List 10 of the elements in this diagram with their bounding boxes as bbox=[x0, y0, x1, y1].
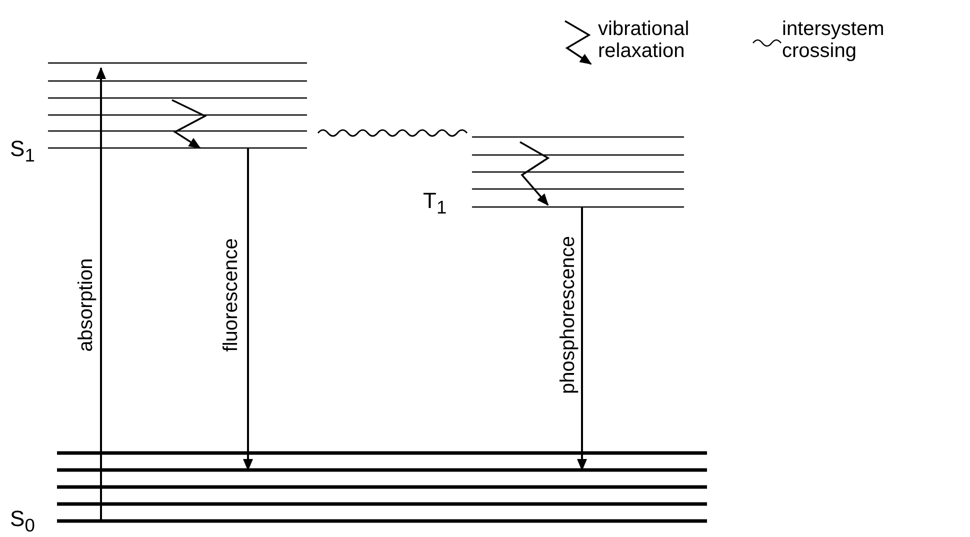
state-label: S$_{1}$ bbox=[10, 138, 35, 165]
edge-label: phosphorescence bbox=[558, 234, 578, 396]
arrow bbox=[243, 148, 253, 471]
arrow bbox=[577, 207, 587, 471]
arrow bbox=[96, 67, 106, 521]
state-label: T$_{1}$ bbox=[423, 190, 447, 217]
wavy-line bbox=[317, 129, 468, 137]
legend-text: vibrational relaxation bbox=[598, 18, 690, 62]
legend-text: intersystem crossing bbox=[782, 18, 886, 62]
state-label: S$_{0}$ bbox=[10, 508, 35, 535]
